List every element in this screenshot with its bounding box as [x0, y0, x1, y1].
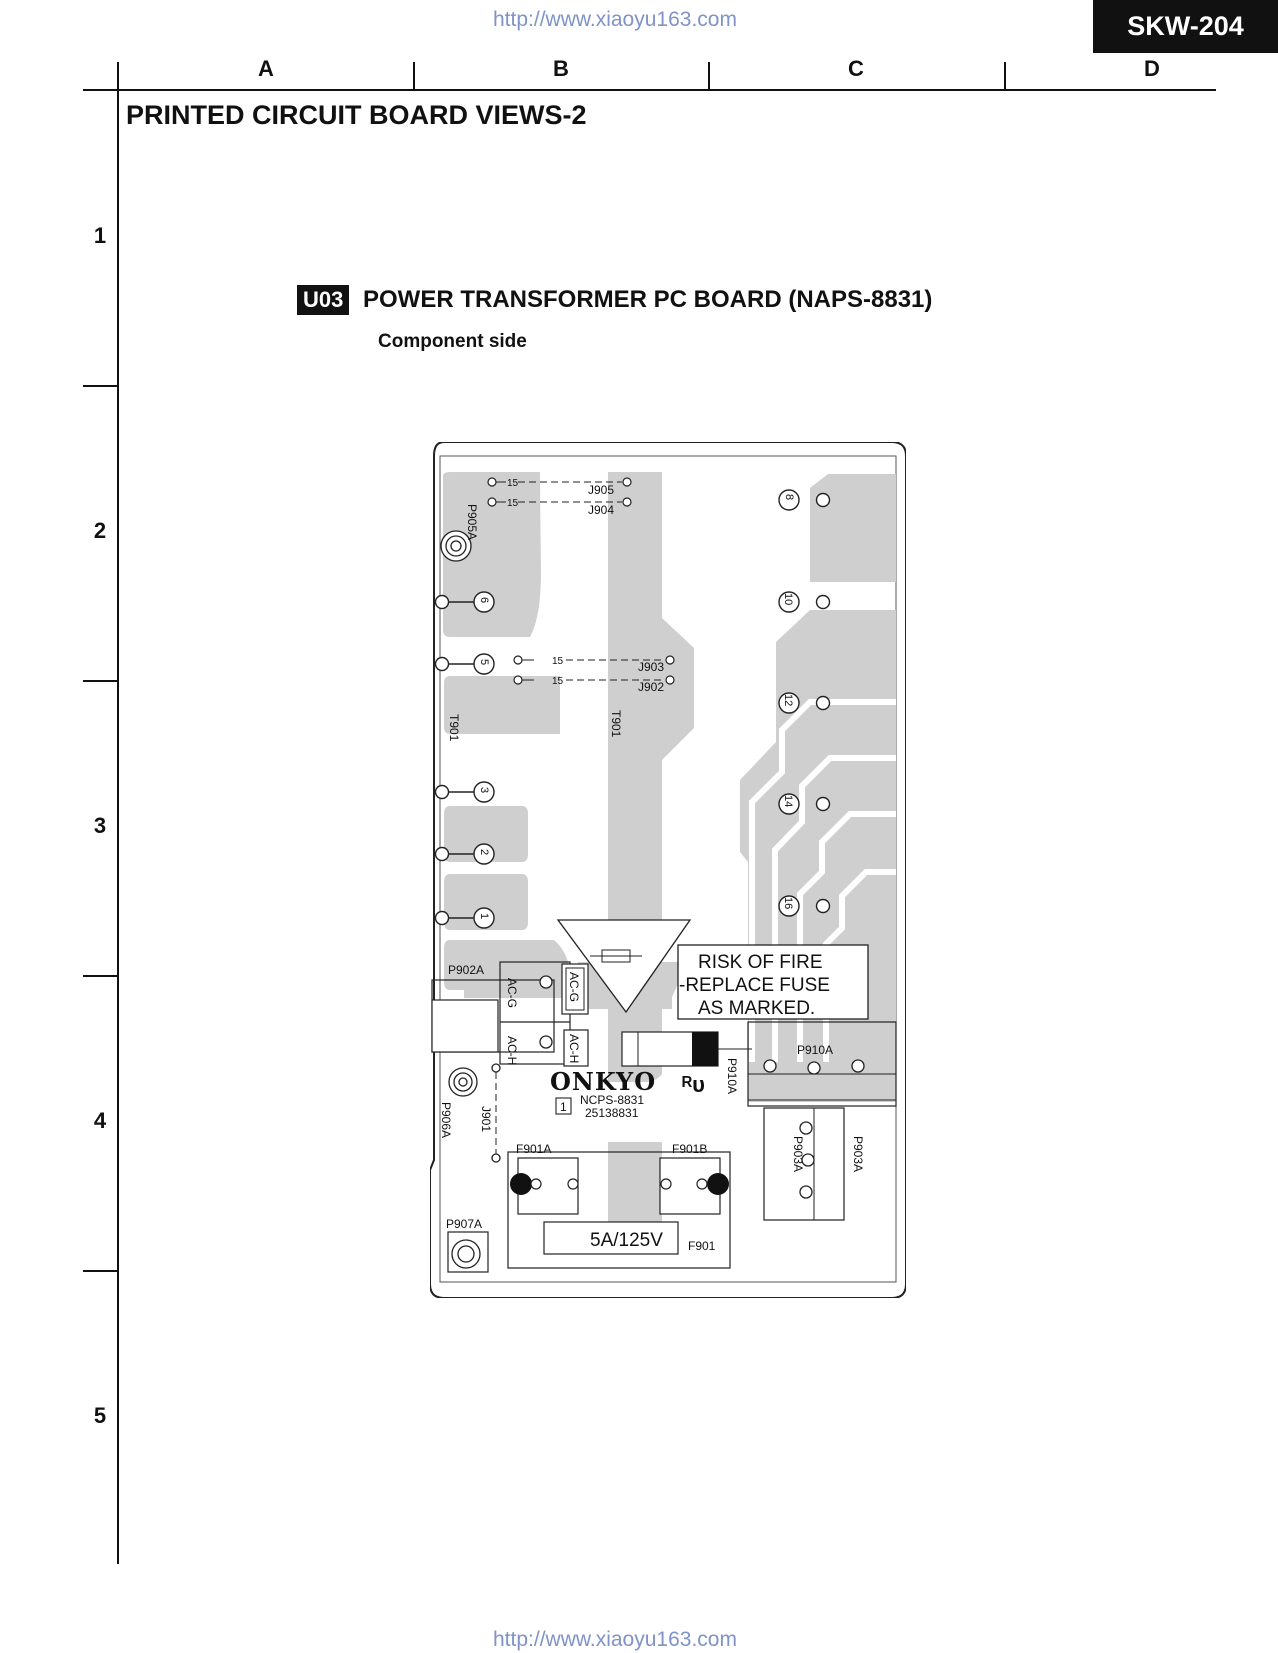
pin-pad-3: [473, 781, 495, 803]
ac-g-label: AC-G: [505, 978, 519, 1008]
fuse-rating: 5A/125V: [590, 1230, 663, 1251]
grid-column-label-d: D: [1144, 56, 1160, 81]
fuse-clip-label-f901b: F901B: [672, 1142, 707, 1156]
board-subtitle: Component side: [378, 331, 527, 352]
ac-h-label: AC-H: [505, 1036, 519, 1065]
pin-label-16: 16: [782, 897, 794, 909]
pin-label-5: 5: [478, 659, 490, 665]
grid-row-tick-1: [83, 385, 119, 387]
pin-label-2: 2: [478, 849, 490, 855]
pin-pad-12: [778, 692, 800, 714]
pin-label-3: 3: [478, 787, 490, 793]
trace-gap-3: [797, 811, 896, 1062]
jumper-value: 15: [552, 656, 564, 667]
pin-pad-8: [778, 489, 800, 511]
fuse-warning-triangle: [556, 919, 692, 1014]
ac-g-box-label: AC-G: [567, 972, 581, 1002]
grid-col-divider-cd: [1004, 62, 1006, 89]
pin-pad-14: [778, 793, 800, 815]
connector-label-p903a-right: P903A: [851, 1136, 865, 1172]
pin-pad-6: [473, 591, 495, 613]
pin-label-10: 10: [782, 593, 794, 605]
grid-row-tick-2: [83, 680, 119, 682]
grid-row-label-5: 5: [93, 1403, 107, 1428]
pin-label-6: 6: [478, 597, 490, 603]
part-number-2: 25138831: [585, 1106, 639, 1120]
fuse-block-f901: [507, 1151, 731, 1269]
pin-pad-10: [778, 591, 800, 613]
board-id-badge: U03: [297, 285, 350, 315]
fuse-clip-label-f901a: F901A: [516, 1142, 551, 1156]
pin-label-1: 1: [478, 913, 490, 919]
jumper-label-j902: J902: [638, 680, 664, 694]
grid-left-line: [117, 62, 119, 1564]
ul-mark: ᴿᴜ: [682, 1072, 705, 1097]
grid-col-divider-bc: [708, 62, 710, 89]
pin-pad-1: [473, 907, 495, 929]
trace-gap-2: [772, 755, 896, 1062]
part-number-1: NCPS-8831: [580, 1093, 644, 1107]
jumper-label-j901: J901: [479, 1106, 493, 1132]
connector-p910a: [747, 1021, 897, 1107]
pin-pad-5: [473, 653, 495, 675]
connector-label-p902a: P902A: [448, 963, 484, 977]
grid-row-label-2: 2: [93, 518, 107, 543]
pin-label-12: 12: [782, 694, 794, 706]
model-number-badge: SKW-204: [1093, 0, 1278, 53]
warning-line-2: -REPLACE FUSE: [679, 975, 830, 996]
pin-label-14: 14: [782, 795, 794, 807]
grid-row-label-1: 1: [93, 223, 107, 248]
transformer-label-center: T901: [609, 710, 623, 738]
ac-h-box-label: AC-H: [567, 1034, 581, 1063]
jumper-label-j903: J903: [638, 660, 664, 674]
grid-row-label-4: 4: [93, 1108, 107, 1133]
source-url-top[interactable]: http://www.xiaoyu163.com: [493, 8, 737, 31]
connector-label-p905a: P905A: [465, 504, 479, 540]
pin-label-8: 8: [783, 494, 795, 500]
grid-row-tick-3: [83, 975, 119, 977]
warning-line-1: RISK OF FIRE: [698, 952, 823, 973]
copper-area-top-left: [443, 472, 541, 637]
fuse-rating-box: [543, 1221, 679, 1255]
connector-label-p907a: P907A: [446, 1217, 482, 1231]
source-url-bottom[interactable]: http://www.xiaoyu163.com: [493, 1628, 737, 1651]
grid-row-tick-4: [83, 1270, 119, 1272]
copper-area-right-top: [810, 474, 896, 582]
grid-column-label-a: A: [258, 56, 274, 81]
jumper-label-j904: J904: [588, 503, 614, 517]
jumper-label-j905: J905: [588, 483, 614, 497]
grid-top-line: [83, 89, 1216, 91]
jumper-value: 15: [507, 498, 519, 509]
jumper-value: 15: [552, 676, 564, 687]
copper-area-center-lower: [608, 1142, 662, 1222]
copper-area-pin1: [444, 940, 570, 998]
jumper-value: 15: [507, 478, 519, 489]
grid-column-label-c: C: [848, 56, 864, 81]
copper-area-pin2: [444, 874, 528, 930]
connector-label-p906a: P906A: [439, 1102, 453, 1138]
grid-row-label-3: 3: [93, 813, 107, 838]
grid-column-label-b: B: [553, 56, 569, 81]
copper-area-pin5: [444, 676, 560, 734]
fuse-label-f901: F901: [688, 1239, 716, 1253]
connector-label-p910a-vertical: P910A: [725, 1058, 739, 1094]
connector-label-p903a: P903A: [791, 1136, 805, 1172]
box-number: 1: [560, 1100, 567, 1114]
onkyo-logo: ONKYO: [550, 1067, 656, 1096]
transformer-label-left: T901: [447, 714, 461, 742]
board-title: POWER TRANSFORMER PC BOARD (NAPS-8831): [363, 286, 933, 313]
pin-pad-16: [778, 895, 800, 917]
pin-pad-2: [473, 843, 495, 865]
connector-label-p910a: P910A: [797, 1043, 833, 1057]
copper-area-pin3: [444, 806, 528, 862]
page-title: PRINTED CIRCUIT BOARD VIEWS-2: [126, 100, 587, 130]
pcb-diagram: 8 10 12 14 16 6 5 3 2 1: [430, 442, 906, 1298]
warning-line-3: AS MARKED.: [698, 998, 815, 1019]
fuse-warning-box: [677, 944, 869, 1020]
grid-col-divider-ab: [413, 62, 415, 89]
